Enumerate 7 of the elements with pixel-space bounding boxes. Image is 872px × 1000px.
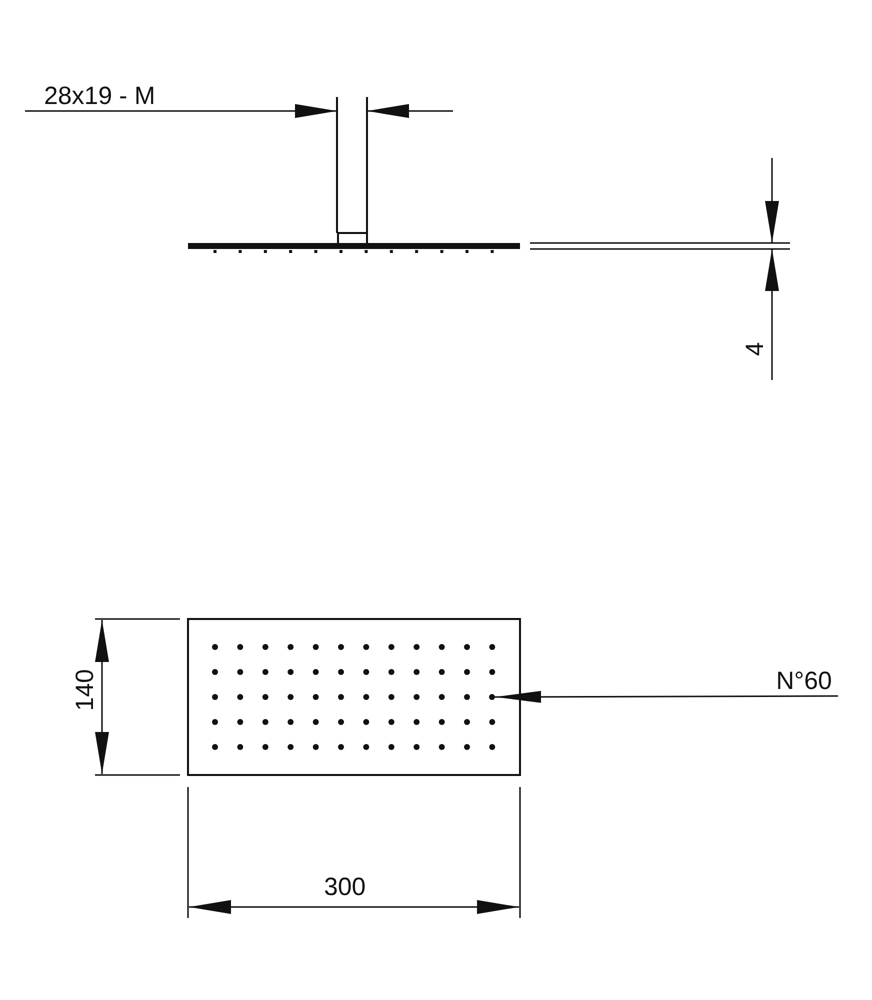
nozzle-dot <box>489 694 495 700</box>
dimension-label: 140 <box>70 669 99 711</box>
callout-label: N°60 <box>764 666 844 696</box>
leader-line <box>495 690 838 703</box>
dimension-label: 28x19 - M <box>44 82 156 110</box>
dimension-label: 4 <box>740 342 769 356</box>
dimension-label: 300 <box>324 873 366 901</box>
